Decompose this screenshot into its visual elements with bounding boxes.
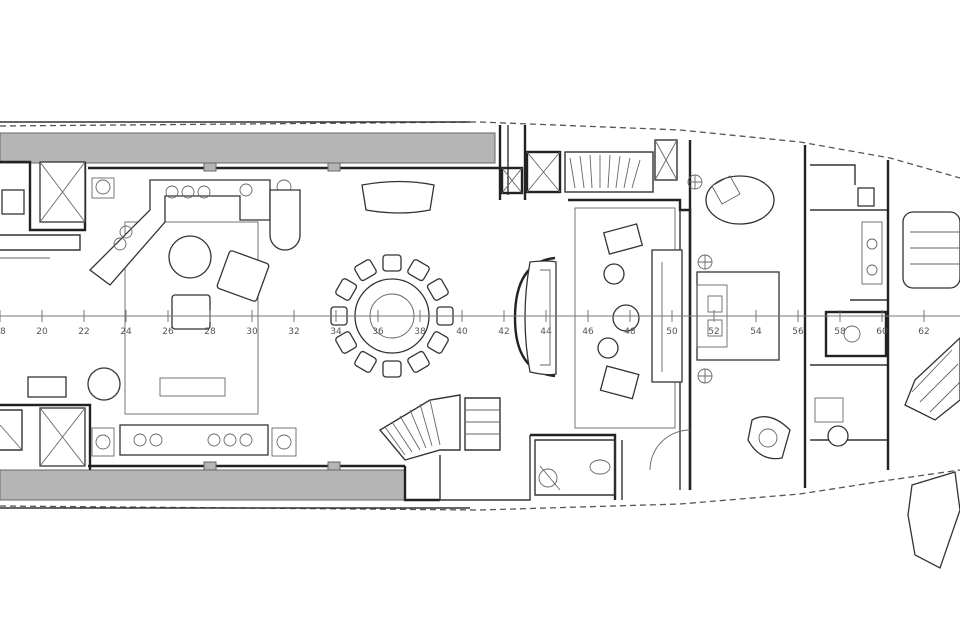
round-table [612,304,640,332]
dining-chair [354,259,377,282]
dining-chair [426,278,449,301]
forward-lounge [574,207,683,429]
starboard-sofa [119,424,269,456]
wall-accents [203,162,341,471]
frame-number-label: 60 [876,327,888,337]
frame-number-label: 54 [750,327,762,337]
lounge-chair [216,250,270,302]
starboard-side-walkway [0,469,406,501]
lounge-area [87,177,301,457]
bar-counter [269,189,301,251]
sofa-cushions [133,433,253,447]
bow-area [886,160,960,569]
frame-number-label: 20 [36,327,48,337]
lamp-icon [95,434,111,450]
frame-number-label: 38 [414,327,426,337]
frame-number-label: 46 [582,327,594,337]
frame-number-label: 40 [456,327,468,337]
dining-chair [335,331,358,354]
frame-number-label: 48 [624,327,636,337]
chaise [747,416,791,460]
dining-chair [407,350,430,373]
aft-starboard-station [0,376,92,470]
armchair [171,294,211,330]
dining-chair [382,254,402,272]
frame-number-label: 26 [162,327,174,337]
frame-number-label: 32 [288,327,299,337]
dining-chair [426,331,449,354]
frame-number-label: 18 [0,327,6,337]
dining-chair [382,360,402,378]
spiral-staircase-forward [500,139,678,195]
frame-number-label: 22 [78,327,89,337]
day-head [534,439,616,496]
sideboard [361,180,435,214]
helm-seat [902,211,960,289]
side-table [87,367,121,401]
chair [602,223,644,255]
dining-area [330,180,557,378]
port-side-walkway [0,132,496,164]
side-console [159,377,226,397]
frame-number-label: 30 [246,327,258,337]
lamp-icon [276,434,292,450]
oval-table [705,175,775,225]
tender [904,337,960,421]
frame-number-label: 28 [204,327,216,337]
foredeck-pad [907,471,960,569]
frame-number-label: 36 [372,327,384,337]
dining-chair [335,278,358,301]
dining-chair [354,350,377,373]
spiral-staircase-aft [378,394,501,461]
shower [824,310,888,358]
round-coffee-table [168,235,212,279]
toilet [857,187,875,207]
frame-number-label: 34 [330,327,342,337]
frame-number-label: 42 [498,327,509,337]
frame-number-label: 24 [120,327,132,337]
dining-chair [407,259,430,282]
chair [599,365,640,400]
master-ensuite [810,164,889,447]
lounge-cushions [113,183,253,251]
frame-scale: 18 20 22 24 26 28 30 32 34 36 38 40 42 44 46 48 50 52 54 56… [0,310,930,337]
frame-number-label: 56 [792,327,804,337]
basin [827,425,849,447]
hull-outline [0,121,960,511]
frame-number-label: 58 [834,327,846,337]
aft-port-station [0,160,87,259]
frame-number-label: 50 [666,327,678,337]
frame-number-label: 62 [918,327,929,337]
lamp-icon [95,179,111,195]
frame-number-label: 44 [540,327,552,337]
frame-number-label: 52 [708,327,719,337]
